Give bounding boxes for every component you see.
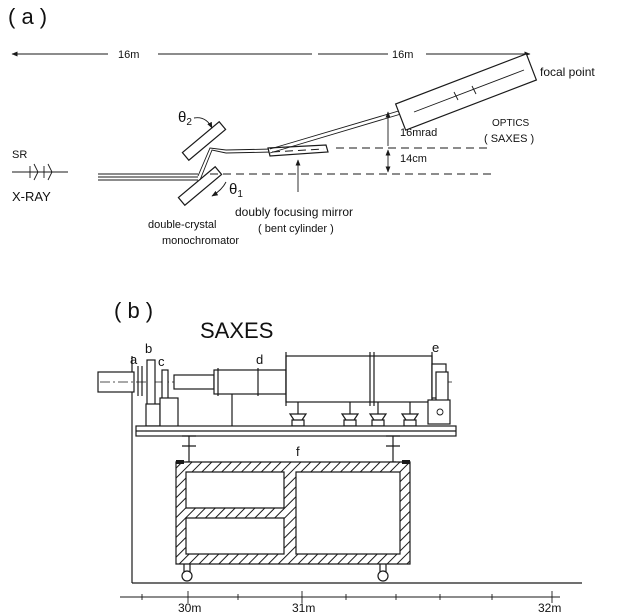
distance-right: 16m bbox=[318, 49, 531, 61]
scale-label-32m: 32m bbox=[538, 601, 561, 615]
component-b-slit bbox=[145, 359, 161, 427]
component-e-detector bbox=[427, 371, 451, 425]
panel-a-label: ( a ) bbox=[8, 4, 47, 29]
frame-wheels bbox=[181, 564, 389, 582]
mirror-label-line1: doubly focusing mirror bbox=[235, 205, 353, 219]
source-beam-marker bbox=[12, 163, 68, 181]
monochromatic-beam bbox=[225, 148, 273, 154]
monochromator-label-line2: monochromator bbox=[162, 235, 239, 247]
part-a-label: a bbox=[130, 352, 138, 367]
theta-2-label: θ2 bbox=[178, 109, 192, 128]
incoming-beam bbox=[98, 173, 198, 181]
saxes-title: SAXES bbox=[200, 318, 273, 343]
optical-bench bbox=[135, 425, 457, 437]
double-crystal-monochromator: θ2 θ1 bbox=[177, 109, 243, 207]
reference-lines bbox=[210, 111, 492, 175]
focal-point-label: focal point bbox=[540, 65, 595, 79]
monochromator-label-line1: double-crystal bbox=[148, 219, 216, 231]
scale-label-30m: 30m bbox=[178, 601, 201, 615]
main-vacuum-tube bbox=[285, 352, 447, 406]
bench-supports bbox=[182, 435, 400, 463]
distance-left-label: 16m bbox=[118, 49, 139, 61]
part-f-label: f bbox=[296, 444, 300, 459]
part-d-label: d bbox=[256, 352, 263, 367]
optics-saxes-box bbox=[394, 53, 538, 131]
theta-1-label: θ1 bbox=[229, 181, 243, 200]
part-b-label: b bbox=[145, 341, 152, 356]
support-frame bbox=[175, 460, 411, 565]
part-c-label: c bbox=[158, 354, 165, 369]
front-flight-tube bbox=[173, 368, 287, 396]
sr-label: SR bbox=[12, 149, 27, 161]
panel-b-label: ( b ) bbox=[114, 298, 153, 323]
doubly-focusing-mirror bbox=[267, 144, 329, 192]
optics-label-line2: ( SAXES ) bbox=[484, 133, 534, 145]
panel-a: ( a ) 16m 16m SR X-RAY bbox=[8, 4, 595, 247]
angle-16mrad-label: 16mrad bbox=[400, 127, 437, 139]
component-a-window bbox=[137, 366, 143, 396]
offset-14cm-label: 14cm bbox=[400, 153, 427, 165]
part-e-label: e bbox=[432, 340, 439, 355]
distance-left: 16m bbox=[11, 49, 312, 61]
optics-label-line1: OPTICS bbox=[492, 118, 530, 129]
distance-right-label: 16m bbox=[392, 49, 413, 61]
panel-b: ( b ) SAXES a b c bbox=[97, 298, 582, 615]
xray-label: X-RAY bbox=[12, 189, 51, 204]
scale-label-31m: 31m bbox=[292, 601, 315, 615]
mirror-label-line2: ( bent cylinder ) bbox=[258, 223, 334, 235]
position-scale: 30m 31m 32m bbox=[120, 591, 561, 615]
